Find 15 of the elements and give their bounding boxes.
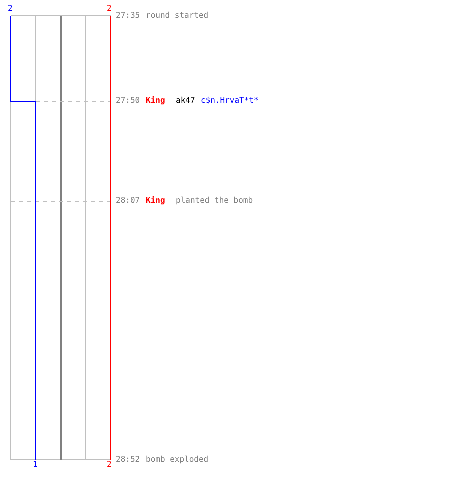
player-count: 2 [8, 4, 13, 14]
timestamp: 28:07 [116, 196, 140, 206]
timestamp: 28:52 [116, 455, 140, 465]
player-count: 2 [107, 4, 112, 14]
player-count: 2 [107, 460, 112, 470]
player-count: 1 [33, 460, 38, 470]
timestamp: 27:50 [116, 96, 140, 106]
player-name: King [146, 96, 166, 106]
player-name: c$n.HrvaT*t* [201, 96, 259, 106]
event-text: bomb exploded [146, 455, 209, 465]
player-name: King [146, 196, 166, 206]
event-text: planted the bomb [176, 196, 254, 206]
timestamp: 27:35 [116, 11, 140, 21]
event-text: round started [146, 11, 209, 21]
weapon-name: ak47 [176, 96, 196, 106]
